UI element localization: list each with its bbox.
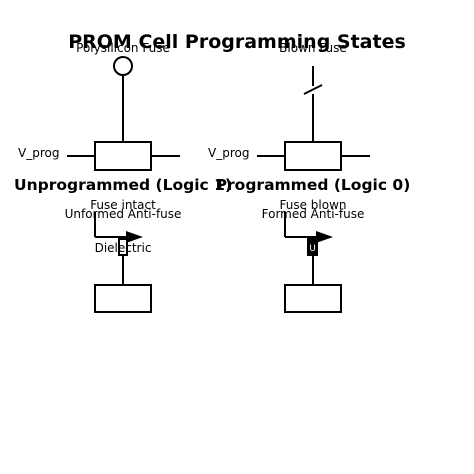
unprogrammed-state-label: Unprogrammed (Logic 1) bbox=[14, 176, 232, 194]
unformed-antifuse-label: Unformed Anti-fuse bbox=[65, 207, 182, 221]
formed-element bbox=[307, 238, 318, 256]
blown-cell-box bbox=[284, 141, 342, 171]
intact-fuse-cell: V_prog bbox=[18, 56, 180, 171]
intact-cell-box bbox=[94, 141, 152, 171]
page-title: PROM Cell Programming States bbox=[68, 31, 406, 53]
fuse-blown-label: Fuse blown bbox=[279, 198, 346, 212]
formed-element-label: U bbox=[309, 244, 316, 254]
intact-fuse-symbol bbox=[113, 56, 133, 76]
unformed-arrow-icon bbox=[126, 231, 143, 243]
polysilicon-fuse-label: Polysilicon Fuse bbox=[76, 41, 170, 55]
blown-fuse-cell: V_prog bbox=[208, 66, 370, 171]
programmed-state-label: Programmed (Logic 0) bbox=[216, 176, 411, 194]
intact-vprog-label: V_prog bbox=[18, 146, 59, 160]
unformed-cell-box bbox=[94, 284, 152, 313]
blown-fuse-break-mark bbox=[303, 84, 323, 95]
formed-arrow-icon bbox=[316, 231, 333, 243]
formed-antifuse-label: Formed Anti-fuse bbox=[262, 207, 365, 221]
formed-antifuse-cell: U bbox=[284, 212, 342, 313]
blown-fuse-label: Blown Fuse bbox=[279, 41, 347, 55]
fuse-intact-label: Fuse intact bbox=[90, 198, 156, 212]
dielectric-label: Dielectric bbox=[95, 241, 152, 255]
formed-cell-box bbox=[284, 284, 342, 313]
unformed-antifuse-cell bbox=[94, 212, 152, 313]
blown-vprog-label: V_prog bbox=[208, 146, 249, 160]
